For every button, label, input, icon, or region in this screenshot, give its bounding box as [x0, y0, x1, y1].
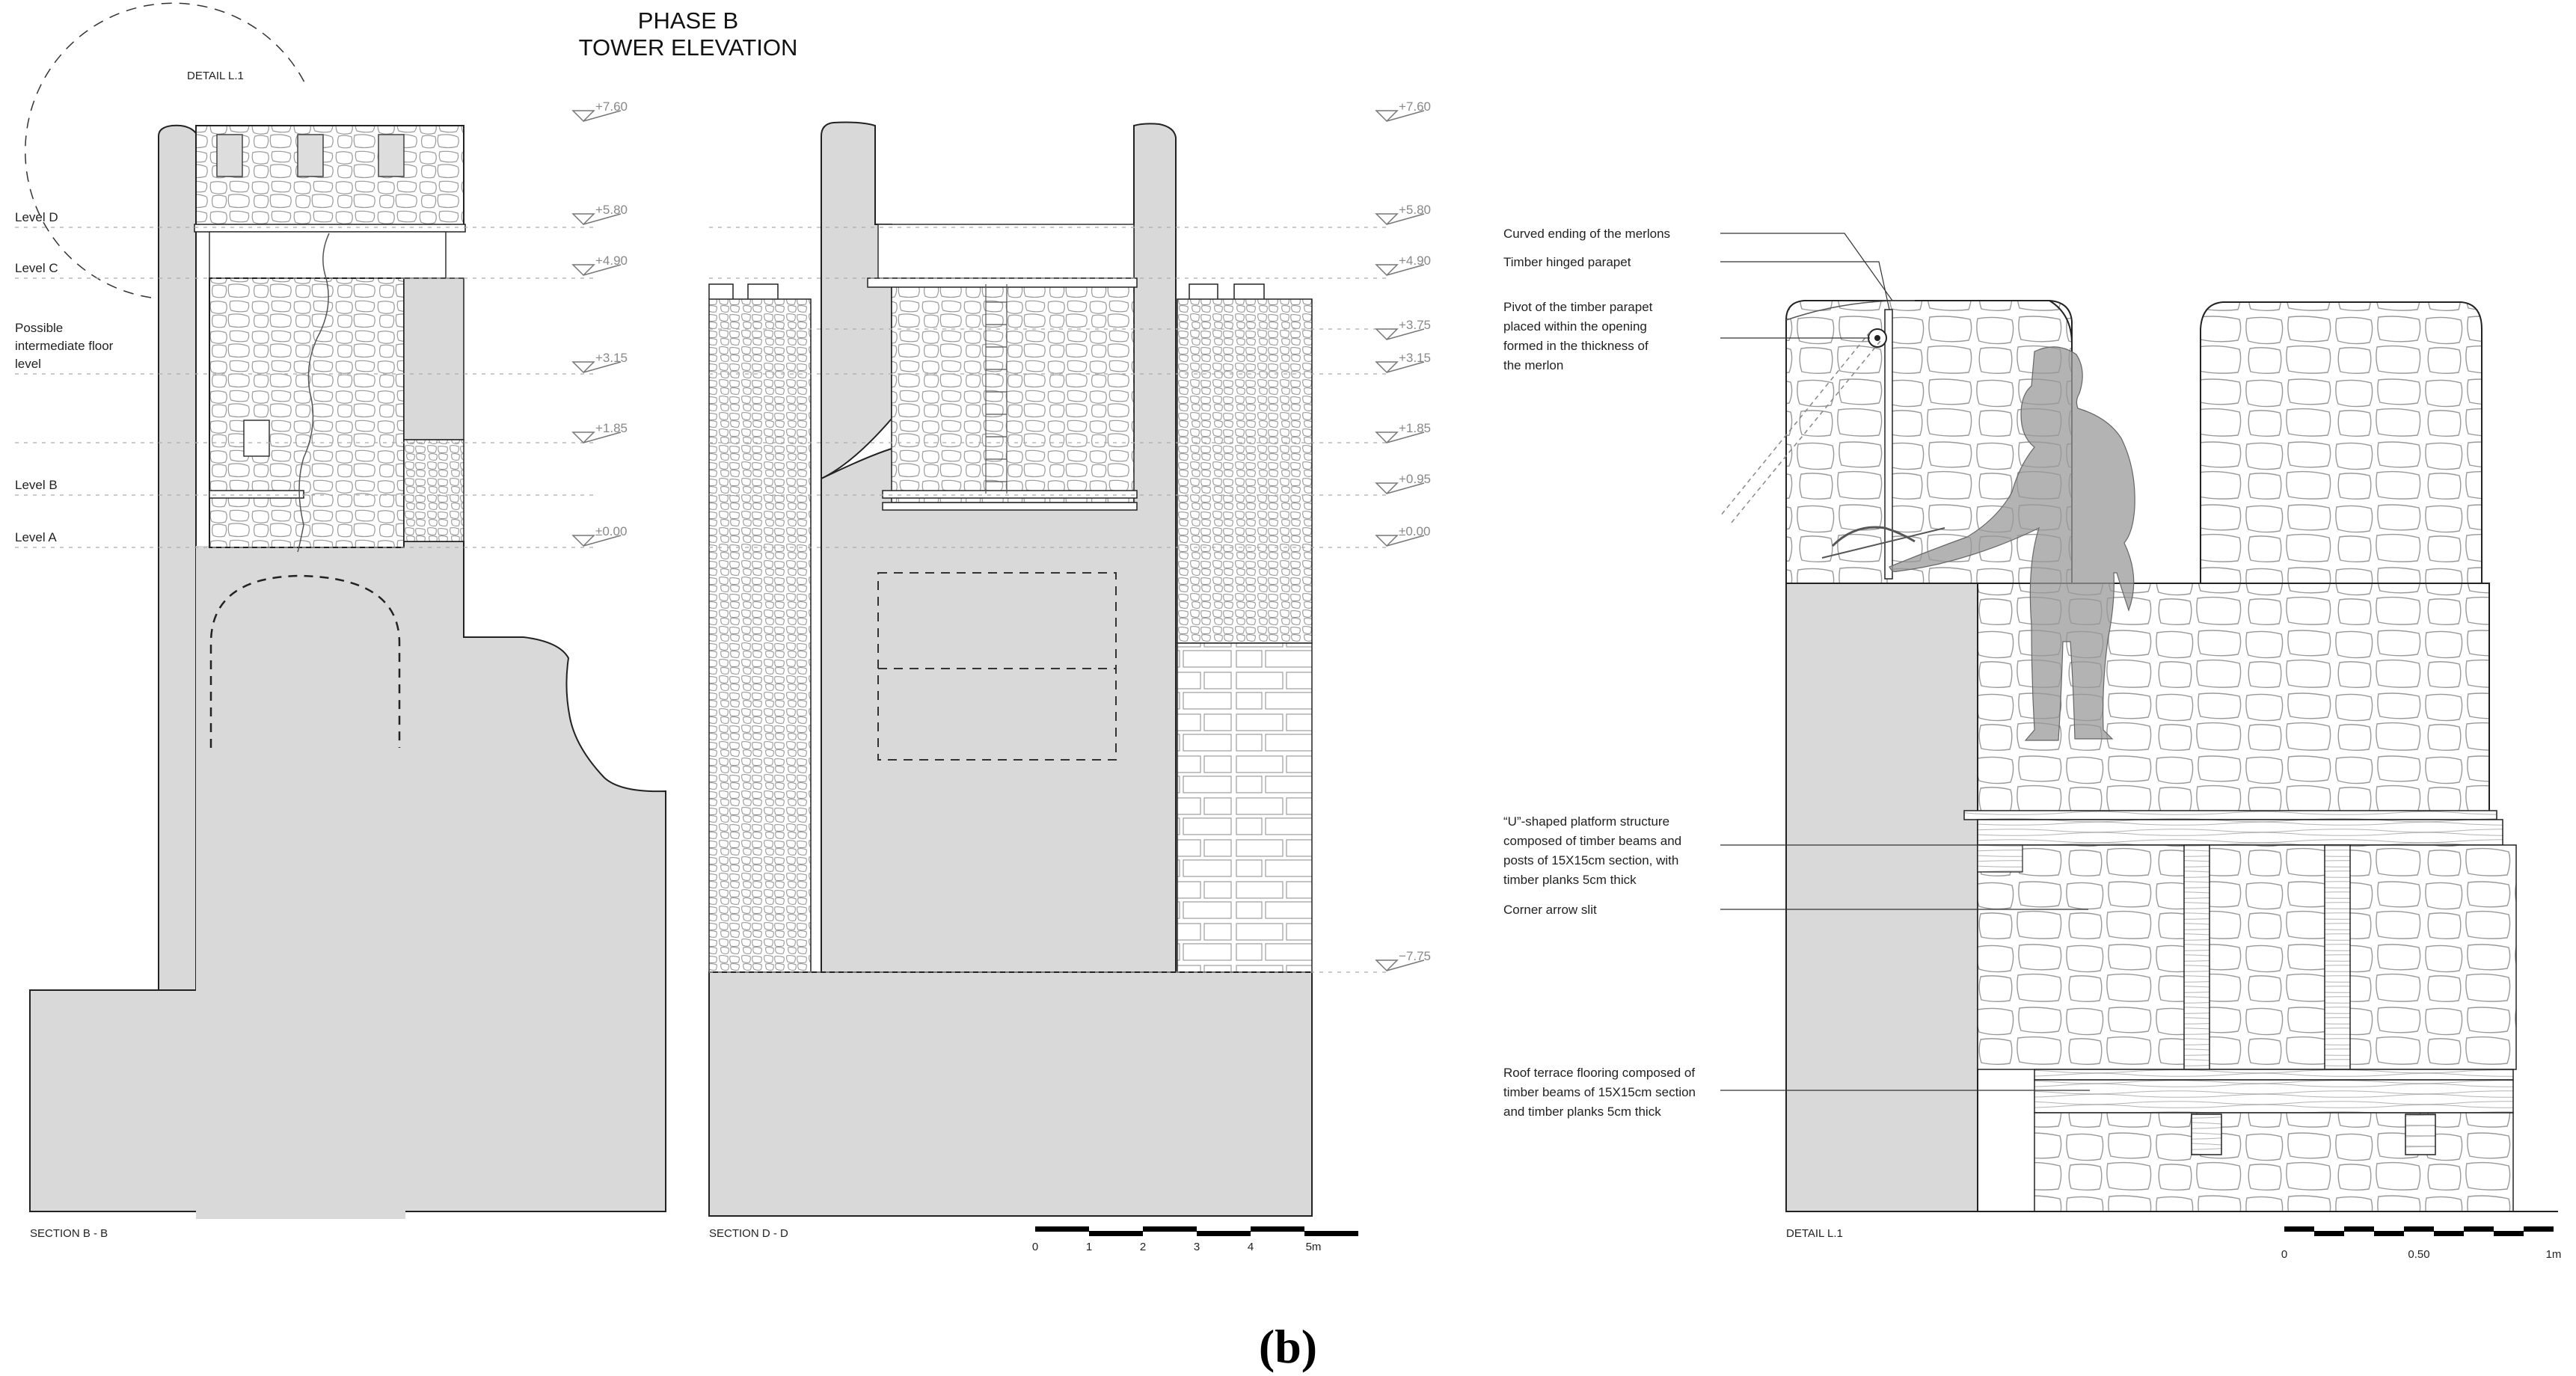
annotation-u-platform: composed of timber beams and: [1503, 834, 1681, 848]
detail-timber-parapet: [1884, 309, 1893, 580]
section-bb: DETAIL L.1 Level D Level C Possible inte…: [15, 2, 666, 1240]
detail-right-merlon: [2200, 301, 2483, 584]
annotation-u-platform: posts of 15X15cm section, with: [1503, 853, 1678, 867]
section-bb-merlon-slot: [297, 134, 324, 177]
section-dd-scale-tick: 3: [1194, 1241, 1200, 1253]
section-dd-upper-chamber: [877, 224, 1135, 279]
section-dd-level: −7.75: [1399, 949, 1431, 963]
annotation-pivot: placed within the opening: [1503, 319, 1647, 334]
section-dd-level: ±0.00: [1399, 524, 1430, 538]
annotation-pivot: formed in the thickness of: [1503, 339, 1649, 353]
section-bb-level: ±0.00: [595, 524, 627, 538]
intermediate-label-3: level: [15, 357, 41, 371]
section-dd-scale-tick: 2: [1140, 1241, 1146, 1253]
detail-scale-tick: 0: [2281, 1248, 2287, 1261]
section-bb-level: +7.60: [595, 99, 628, 114]
intermediate-label-1: Possible: [15, 321, 63, 335]
section-dd-scale-tick: 5m: [1306, 1241, 1322, 1253]
annotation-u-platform: “U”-shaped platform structure: [1503, 814, 1669, 829]
section-bb-merlon-slot: [378, 134, 405, 177]
detail-roof-beam: [2034, 1079, 2514, 1114]
section-dd-level: +4.90: [1399, 254, 1431, 268]
section-dd-dashed-opening: [877, 572, 1117, 761]
section-bb-roof-slab: [194, 224, 466, 233]
section-dd-caption: SECTION D - D: [709, 1227, 788, 1240]
section-bb-base-fill: [196, 546, 405, 1219]
level-b-label: Level B: [15, 478, 58, 492]
section-dd-chamber-masonry: [891, 277, 1135, 503]
detail-roof-plank: [2034, 1069, 2514, 1081]
section-dd-level: +3.75: [1399, 318, 1431, 332]
title-line-1: PHASE B: [638, 7, 738, 34]
soldier-figure: [1889, 346, 2135, 741]
detail-platform-post: [2324, 844, 2351, 1070]
section-dd-level: +5.80: [1399, 203, 1431, 217]
annotation-curved-ending: Curved ending of the merlons: [1503, 227, 1670, 241]
detail-callout-circle: [25, 2, 307, 298]
section-bb-merlon-slot: [216, 134, 243, 177]
annotation-arrow-slit: Corner arrow slit: [1503, 903, 1597, 917]
detail-platform-post: [2183, 844, 2210, 1070]
level-c-label: Level C: [15, 261, 58, 275]
detail-scale-tick: 1m: [2546, 1248, 2562, 1261]
section-dd-level: +7.60: [1399, 99, 1431, 114]
section-bb-floor-b: [209, 490, 304, 499]
detail-arrow-slit: [1977, 844, 2023, 873]
crossbow: [1831, 526, 1916, 547]
section-dd-scale-bar: [1035, 1226, 1358, 1236]
section-bb-level: +3.15: [595, 351, 628, 365]
detail-scale-bar: [2284, 1226, 2554, 1236]
section-bb-ground: [29, 541, 666, 1212]
section-bb-dashed-arch: [209, 574, 401, 748]
section-bb-level: +4.90: [595, 254, 628, 268]
annotation-pivot: the merlon: [1503, 358, 1563, 372]
section-dd-ground: [708, 971, 1313, 1217]
section-dd-level: +0.95: [1399, 472, 1431, 486]
section-bb-chamber-masonry: [209, 277, 405, 548]
detail-callout-label: DETAIL L.1: [187, 70, 244, 82]
annotation-pivot: Pivot of the timber parapet: [1503, 300, 1653, 314]
detail-parapet-swing: [1720, 331, 1871, 517]
detail-section-fill: [1785, 583, 1978, 1212]
section-dd-left-masonry: [708, 298, 812, 973]
level-a-label: Level A: [15, 530, 57, 544]
section-dd-left-tower-wall: [821, 121, 892, 972]
section-dd-level: +1.85: [1399, 421, 1431, 435]
section-bb-caption: SECTION B - B: [30, 1227, 108, 1240]
title-line-2: TOWER ELEVATION: [579, 34, 798, 61]
section-bb-side-masonry: [403, 439, 464, 542]
section-bb-side-mass: [403, 277, 464, 440]
annotation-roof-flooring: Roof terrace flooring composed of: [1503, 1066, 1695, 1080]
detail-lower-wall: [2034, 1112, 2514, 1212]
detail-caption: DETAIL L.1: [1786, 1227, 1843, 1240]
section-bb-window: [243, 420, 270, 457]
section-dd-right-masonry: [1177, 298, 1313, 644]
detail-l1: Curved ending of the merlons Timber hing…: [1503, 227, 2561, 1261]
intermediate-label-2: intermediate floor: [15, 339, 114, 353]
section-dd-scale-tick: 1: [1086, 1241, 1092, 1253]
annotation-roof-flooring: and timber planks 5cm thick: [1503, 1105, 1661, 1119]
detail-platform-plank: [1963, 810, 2497, 820]
annotation-u-platform: timber planks 5cm thick: [1503, 873, 1637, 887]
section-dd-ashlar: [1177, 642, 1313, 973]
section-bb-left-wall: [30, 124, 197, 991]
section-dd-level: +3.15: [1399, 351, 1431, 365]
detail-scale-tick: 0.50: [2408, 1248, 2429, 1261]
section-dd: +7.60 +5.80 +4.90 +3.75 +3.15 +1.85 +0.9…: [708, 99, 1431, 1253]
level-d-label: Level D: [15, 210, 58, 224]
section-dd-floor-b: [882, 490, 1138, 499]
figure-label: (b): [1259, 1320, 1317, 1373]
section-bb-level: +5.80: [595, 203, 628, 217]
detail-platform-beam: [1977, 819, 2503, 846]
section-bb-upper-chamber: [209, 231, 447, 279]
annotation-timber-parapet: Timber hinged parapet: [1503, 255, 1631, 269]
section-dd-scale-tick: 0: [1032, 1241, 1038, 1253]
section-dd-ladder: [985, 284, 1008, 494]
detail-lower-masonry: [1977, 844, 2517, 1070]
section-dd-scale-tick: 4: [1248, 1241, 1254, 1253]
section-bb-level: +1.85: [595, 421, 628, 435]
annotation-roof-flooring: timber beams of 15X15cm section: [1503, 1085, 1696, 1099]
